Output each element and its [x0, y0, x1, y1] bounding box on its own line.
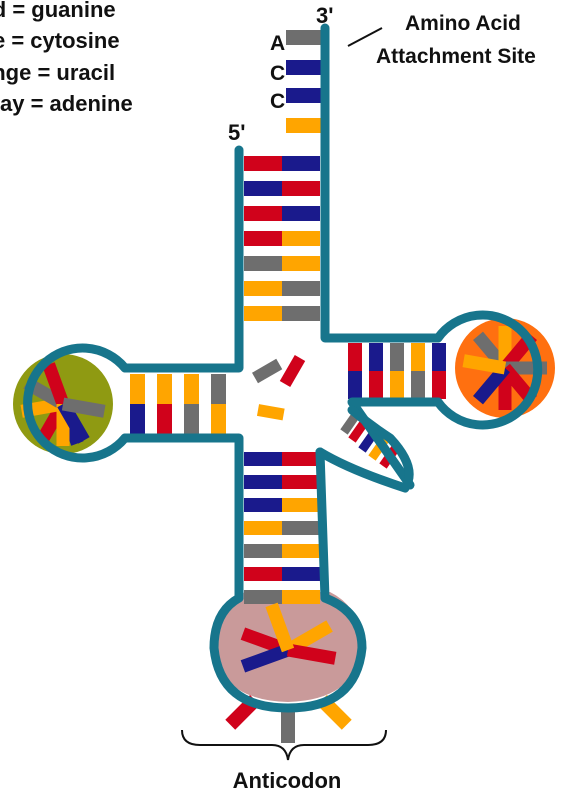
attachment-site-label-line1: Amino Acid: [405, 12, 521, 35]
uracil-base: [282, 498, 320, 512]
cytosine-base: [282, 206, 320, 221]
guanine-base: [244, 156, 282, 171]
cytosine-base: [369, 343, 383, 371]
cytosine-base: [286, 88, 321, 103]
backbone-variable-to-anticodon: [320, 452, 325, 598]
guanine-base: [369, 371, 383, 399]
guanine-base: [348, 343, 362, 371]
uracil-base: [282, 231, 320, 246]
adenine-base: [211, 374, 226, 404]
uracil-base: [282, 590, 320, 604]
cytosine-base: [282, 567, 320, 581]
adenine-base: [184, 404, 199, 434]
adenine-base: [252, 359, 282, 383]
guanine-base: [282, 452, 320, 466]
three-prime-label: 3': [316, 3, 333, 28]
cytosine-base: [244, 181, 282, 196]
anticodon-label: Anticodon: [233, 768, 342, 793]
legend-uracil: orange = uracil: [0, 60, 115, 85]
acceptor-tail-bases: [286, 30, 321, 133]
acceptor-stem-base-pairs: [244, 156, 320, 321]
adenine-base: [244, 590, 282, 604]
guanine-base: [244, 231, 282, 246]
attachment-site-label-line2: Attachment Site: [376, 45, 536, 68]
adenine-base: [281, 708, 295, 743]
cytosine-base: [286, 60, 321, 75]
uracil-base: [390, 371, 404, 399]
guanine-base: [244, 206, 282, 221]
adenine-base: [411, 371, 425, 399]
d-arm-base-pairs: [130, 374, 226, 434]
guanine-base: [280, 355, 305, 387]
legend-adenine: gray = adenine: [0, 91, 133, 116]
legend-guanine: red = guanine: [0, 0, 116, 22]
adenine-base: [244, 256, 282, 271]
adenine-base: [282, 281, 320, 296]
color-legend: red = guanine blue = cytosine orange = u…: [0, 0, 133, 116]
attachment-site-pointer: [348, 28, 382, 46]
uracil-base: [286, 118, 321, 133]
adenine-base: [282, 306, 320, 321]
uracil-base: [282, 256, 320, 271]
cytosine-base: [130, 404, 145, 434]
anticodon-stem-base-pairs: [244, 452, 320, 604]
backbone-3prime-to-t-arm: [325, 28, 438, 338]
uracil-base: [184, 374, 199, 404]
tail-letter-a: A: [270, 32, 285, 55]
adenine-base: [286, 30, 321, 45]
adenine-base: [282, 521, 320, 535]
adenine-base: [390, 343, 404, 371]
tail-letter-c1: C: [270, 62, 285, 85]
cytosine-base: [282, 156, 320, 171]
uracil-base: [244, 306, 282, 321]
guanine-base: [432, 371, 446, 399]
backbone-d-arm-to-anticodon: [125, 438, 239, 598]
uracil-base: [411, 343, 425, 371]
guanine-base: [282, 475, 320, 489]
uracil-base: [244, 521, 282, 535]
cytosine-base: [432, 343, 446, 371]
legend-cytosine: blue = cytosine: [0, 28, 120, 53]
uracil-base: [282, 544, 320, 558]
guanine-base: [244, 567, 282, 581]
guanine-base: [157, 404, 172, 434]
uracil-base: [157, 374, 172, 404]
cytosine-base: [348, 371, 362, 399]
uracil-base: [244, 281, 282, 296]
adenine-base: [244, 544, 282, 558]
guanine-base: [282, 181, 320, 196]
uracil-base: [257, 404, 285, 420]
cytosine-base: [244, 475, 282, 489]
cytosine-base: [244, 498, 282, 512]
uracil-base: [130, 374, 145, 404]
five-prime-label: 5': [228, 120, 245, 145]
cytosine-base: [244, 452, 282, 466]
backbone-5prime-to-d-arm: [125, 150, 239, 368]
uracil-base: [211, 404, 226, 434]
tail-letter-c2: C: [270, 90, 285, 113]
t-arm-base-pairs: [348, 343, 446, 399]
